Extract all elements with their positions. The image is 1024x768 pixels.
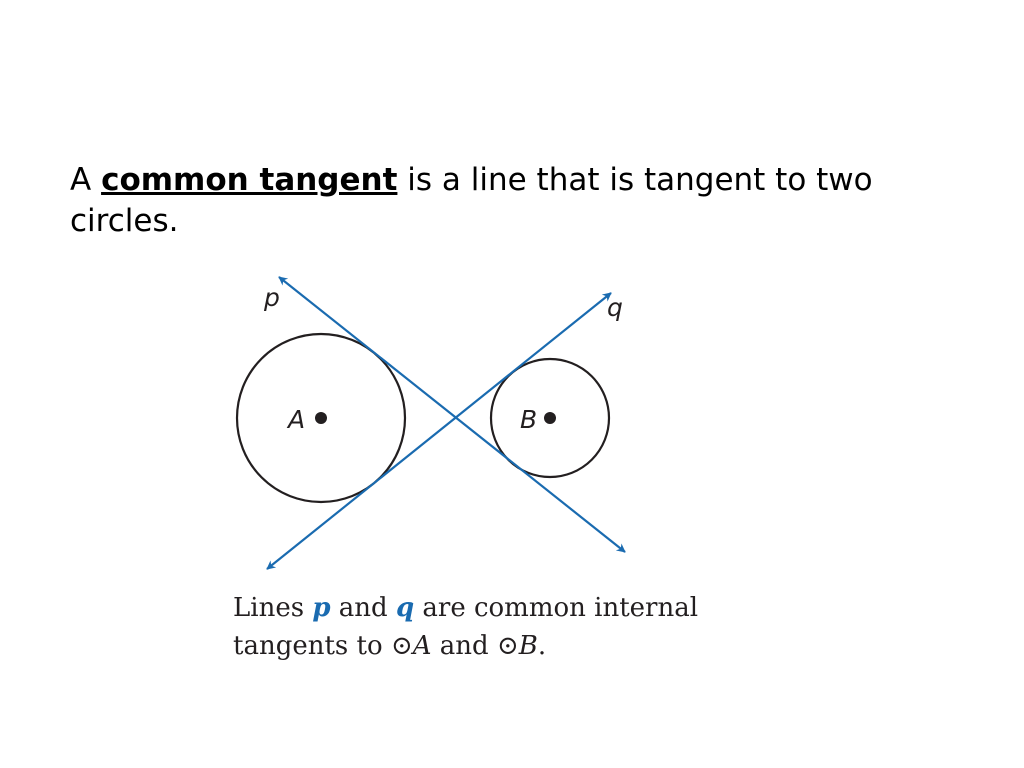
label-p: p: [263, 283, 280, 312]
circle-symbol: ⊙: [390, 631, 413, 661]
caption-q: q: [395, 593, 415, 623]
caption-b: B: [518, 631, 538, 661]
label-a: A: [286, 405, 305, 434]
caption-text: .: [537, 631, 547, 661]
definition-prefix: A: [70, 162, 102, 198]
caption-a: A: [412, 631, 432, 661]
definition-text: A common tangent is a line that is tange…: [70, 160, 970, 242]
center-point-b: [544, 412, 556, 424]
tangent-line-q: [266, 292, 612, 570]
label-q: q: [607, 293, 623, 322]
definition-suffix: is a line that is tangent to two circles…: [70, 162, 873, 239]
circle-symbol: ⊙: [496, 631, 519, 661]
caption-text: and: [431, 631, 497, 661]
label-b: B: [520, 405, 537, 434]
figure-caption: Lines p and q are common internal tangen…: [233, 589, 793, 665]
caption-p: p: [312, 593, 331, 623]
definition-term: common tangent: [101, 162, 398, 198]
center-point-a: [315, 412, 327, 424]
caption-text: are common internal tangents to: [233, 593, 699, 661]
caption-text: and: [330, 593, 396, 623]
caption-text: Lines: [233, 593, 313, 623]
tangent-line-p: [278, 276, 626, 553]
